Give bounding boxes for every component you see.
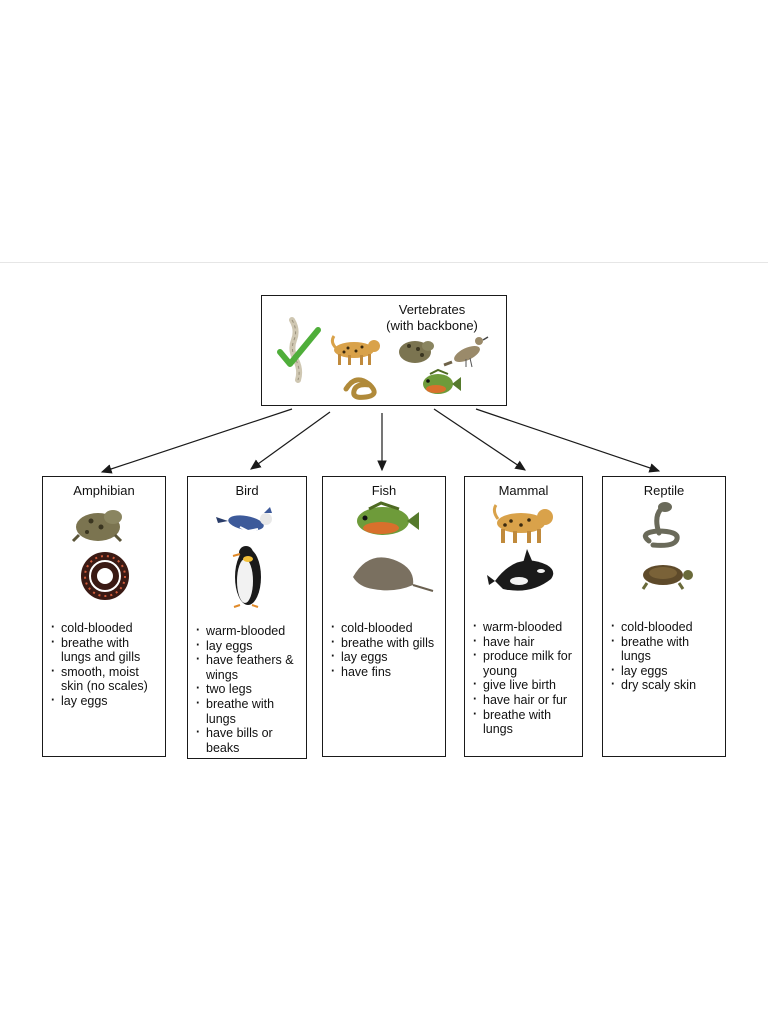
- category-title: Mammal: [498, 483, 549, 498]
- category-title: Amphibian: [73, 483, 135, 498]
- backbone-checkmark-icon: [277, 317, 321, 383]
- arrow-to-mammal: [433, 408, 526, 471]
- blue-jay-icon: [216, 507, 272, 533]
- arrow-to-amphibian: [100, 408, 293, 474]
- reptile-illustrations: [641, 502, 693, 590]
- trait-item: lay eggs: [331, 649, 441, 665]
- trait-item: have fins: [331, 664, 441, 680]
- cobra-icon: [642, 502, 680, 548]
- bird-icon: [443, 336, 489, 368]
- trait-item: breathe with lungs: [196, 696, 302, 726]
- trait-item: cold-blooded: [611, 619, 721, 635]
- trait-item: have bills or beaks: [196, 725, 302, 755]
- trait-item: lay eggs: [196, 638, 302, 654]
- arrow-to-reptile: [475, 408, 661, 473]
- root-subtitle: (with backbone): [386, 318, 478, 333]
- coiled-amphibian-icon: [81, 552, 129, 600]
- trait-item: have feathers & wings: [196, 652, 302, 682]
- trait-item: give live birth: [473, 677, 578, 693]
- vertebrates-box: Vertebrates (with backbone): [261, 295, 507, 406]
- trait-list: warm-blooded have hair produce milk for …: [473, 619, 578, 737]
- fish-icon: [423, 368, 461, 394]
- root-illustrations: [277, 317, 489, 400]
- trait-item: produce milk for young: [473, 648, 578, 678]
- trait-item: lay eggs: [611, 663, 721, 679]
- category-title: Bird: [235, 483, 259, 498]
- trait-item: breathe with lungs: [473, 707, 578, 737]
- toad-icon: [399, 341, 434, 363]
- category-box-mammal: Mammal warm-blooded have hair produce mi…: [464, 476, 583, 757]
- trait-list: warm-blooded lay eggs have feathers & wi…: [196, 623, 302, 755]
- trait-item: cold-blooded: [51, 620, 161, 636]
- trait-item: warm-blooded: [473, 619, 578, 635]
- fish-illustrations: [353, 501, 434, 592]
- category-title: Reptile: [643, 483, 685, 498]
- category-box-reptile: Reptile cold-blooded breathe with lungs …: [602, 476, 726, 757]
- snake-icon: [343, 377, 377, 400]
- orca-icon: [487, 549, 554, 591]
- mammal-illustrations: [487, 504, 554, 591]
- trait-item: breathe with lungs: [611, 634, 721, 664]
- category-box-fish: Fish cold-blooded breathe with gills lay…: [322, 476, 446, 757]
- trait-list: cold-blooded breathe with lungs lay eggs…: [611, 619, 721, 693]
- trait-item: smooth, moist skin (no scales): [51, 664, 161, 694]
- trait-item: warm-blooded: [196, 623, 302, 639]
- stingray-icon: [353, 557, 434, 592]
- penguin-icon: [232, 546, 261, 608]
- trait-item: two legs: [196, 681, 302, 697]
- trait-item: dry scaly skin: [611, 677, 721, 693]
- trait-item: have hair or fur: [473, 692, 578, 708]
- trait-item: cold-blooded: [331, 620, 441, 636]
- page-divider: [0, 262, 768, 263]
- leopard-icon: [492, 504, 553, 543]
- amphibian-illustrations: [71, 510, 129, 600]
- root-title: Vertebrates: [398, 302, 466, 317]
- trait-list: cold-blooded breathe with lungs and gill…: [51, 620, 161, 709]
- trait-item: breathe with lungs and gills: [51, 635, 161, 665]
- category-box-amphibian: Amphibian cold-blooded breathe with lung…: [42, 476, 166, 757]
- category-box-bird: Bird warm-blooded lay eggs have feathers…: [187, 476, 307, 759]
- arrow-to-bird: [250, 411, 331, 470]
- leopard-icon: [330, 335, 380, 365]
- trait-item: breathe with gills: [331, 635, 441, 651]
- bird-illustrations: [216, 507, 272, 608]
- trait-item: lay eggs: [51, 693, 161, 709]
- sunfish-icon: [357, 501, 419, 535]
- category-title: Fish: [371, 483, 397, 498]
- turtle-icon: [641, 565, 693, 590]
- trait-item: have hair: [473, 634, 578, 650]
- toad-icon: [71, 510, 123, 543]
- trait-list: cold-blooded breathe with gills lay eggs…: [331, 620, 441, 680]
